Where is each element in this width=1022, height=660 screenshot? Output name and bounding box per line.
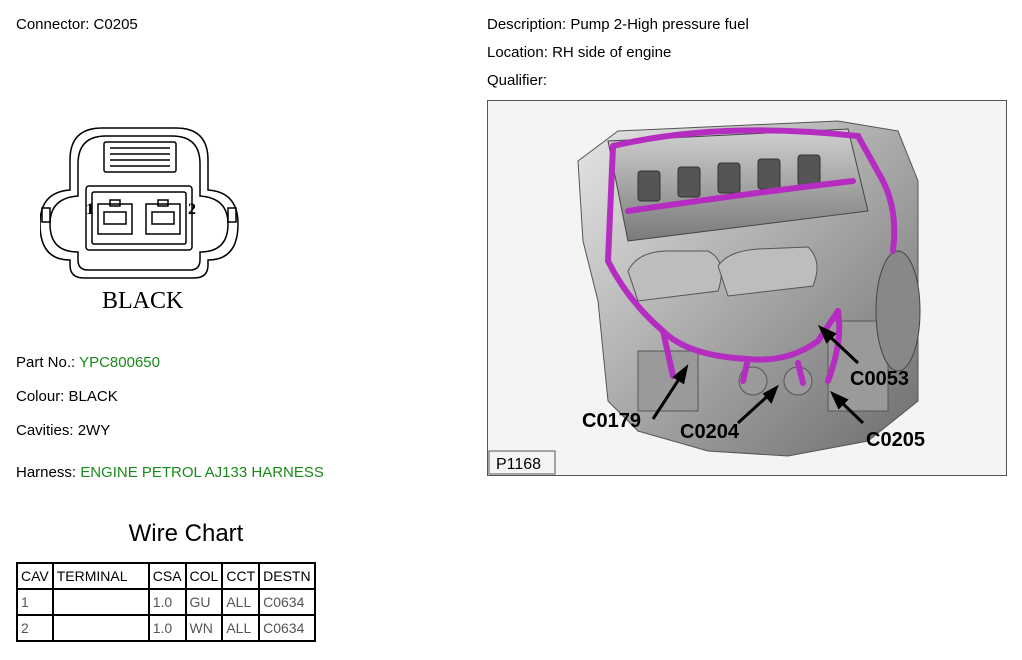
part-no-value: YPC800650 [79,354,160,371]
harness-value: ENGINE PETROL AJ133 HARNESS [80,464,324,481]
header-cav: CAV [16,562,54,590]
cell-cav: 1 [16,588,54,616]
cell-csa: 1.0 [147,588,187,616]
wire-chart-title: Wire Chart [128,520,244,547]
harness-label: Harness: [16,464,77,481]
location-label: Location: [487,44,548,61]
part-no-line: Part No.: YPC800650 [16,354,160,371]
cell-csa: 1.0 [147,614,187,642]
header-csa: CSA [147,562,187,590]
harness-line: Harness: ENGINE PETROL AJ133 HARNESS [16,464,324,481]
cell-terminal [51,614,150,642]
colour-line: Colour: BLACK [16,388,118,405]
header-terminal: TERMINAL [51,562,150,590]
pin-1-label: 1 [86,201,94,218]
engine-illustration: C0053 C0179 C0204 C0205 P1168 [488,120,925,475]
callout-c0204: C0204 [680,421,740,443]
cell-col: WN [184,614,224,642]
table-row: 2 1.0 WN ALL C0634 [16,614,316,642]
cell-destn: C0634 [258,614,316,642]
description-value: Pump 2-High pressure fuel [570,16,749,33]
connector-label: Connector: [16,16,90,33]
wire-chart-header-row: CAV TERMINAL CSA COL CCT DESTN [16,562,316,590]
wire-chart-table: CAV TERMINAL CSA COL CCT DESTN 1 1.0 GU … [16,562,316,642]
table-row: 1 1.0 GU ALL C0634 [16,588,316,616]
pin-2-label: 2 [188,201,196,218]
header-cct: CCT [221,562,261,590]
qualifier-line: Qualifier: [487,72,547,89]
cell-terminal [51,588,150,616]
connector-id: C0205 [93,16,138,33]
figure-id: P1168 [496,456,541,473]
engine-location-image: C0053 C0179 C0204 C0205 P1168 [487,100,1007,476]
cell-col: GU [184,588,224,616]
cavities-label: Cavities: [16,422,74,439]
header-col: COL [184,562,224,590]
callout-c0179: C0179 [582,410,641,432]
callout-c0053: C0053 [850,368,909,390]
cell-cct: ALL [221,614,261,642]
connector-line: Connector: C0205 [16,16,138,33]
location-value: RH side of engine [552,44,672,61]
part-no-label: Part No.: [16,354,76,371]
cavities-line: Cavities: 2WY [16,422,110,439]
cell-cav: 2 [16,614,54,642]
colour-label: Colour: [16,388,65,405]
cell-cct: ALL [221,588,261,616]
description-label: Description: [487,16,567,33]
connector-face-diagram: 1 2 BLACK [40,127,239,314]
connector-color-text: BLACK [102,288,184,314]
cavities-value: 2WY [77,422,111,439]
header-destn: DESTN [258,562,316,590]
colour-value: BLACK [68,388,118,405]
callout-c0205: C0205 [866,429,925,451]
location-line: Location: RH side of engine [487,44,671,61]
cell-destn: C0634 [258,588,316,616]
description-line: Description: Pump 2-High pressure fuel [487,16,749,33]
qualifier-label: Qualifier: [487,72,548,89]
